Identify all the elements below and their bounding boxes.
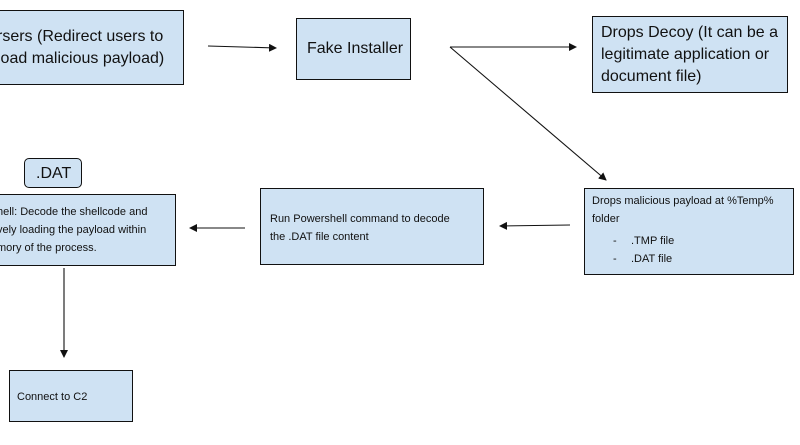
drops-payload-line1: Drops malicious payload at %Temp% [592,195,774,207]
powershell-command-box: Run Powershell command to decode the .DA… [260,188,484,265]
dat-label-box: .DAT [24,158,82,188]
bullet-dash: - [613,235,617,247]
decode-shellcode-line3: mory of the process. [0,242,97,254]
redirect-users-box: rsers (Redirect users to load malicious … [0,10,184,85]
drops-payload-item-tmp: .TMP file [631,235,675,247]
drops-payload-line2: folder [592,213,620,225]
decode-shellcode-box: hell: Decode the shellcode and vely load… [0,194,176,266]
drops-decoy-line2: legitimate application or [601,46,770,63]
redirect-users-line1: rsers (Redirect users to [0,28,164,45]
fake-installer-box: Fake Installer [296,18,411,80]
bullet-dash: - [613,253,617,265]
arrow-payload-to-powershell [499,221,571,230]
decode-shellcode-line2: vely loading the payload within [0,224,147,236]
drops-decoy-box: Drops Decoy (It can be a legitimate appl… [592,16,788,93]
drops-decoy-line1: Drops Decoy (It can be a [601,24,778,41]
redirect-users-line2: load malicious payload) [0,50,165,67]
drops-payload-box: Drops malicious payload at %Temp% folder… [584,188,794,275]
drops-payload-item-dat: .DAT file [631,253,673,265]
arrow-installer-to-payload [449,46,607,181]
powershell-command-line2: the .DAT file content [270,231,369,243]
powershell-command-line1: Run Powershell command to decode [270,213,450,225]
arrow-redirect-to-installer [207,43,277,52]
connect-c2-label: Connect to C2 [17,391,88,403]
connect-c2-box: Connect to C2 [9,370,133,422]
fake-installer-label: Fake Installer [307,40,404,57]
dat-label: .DAT [36,165,72,182]
drops-decoy-line3: document file) [601,68,702,85]
decode-shellcode-line1: hell: Decode the shellcode and [0,206,148,218]
